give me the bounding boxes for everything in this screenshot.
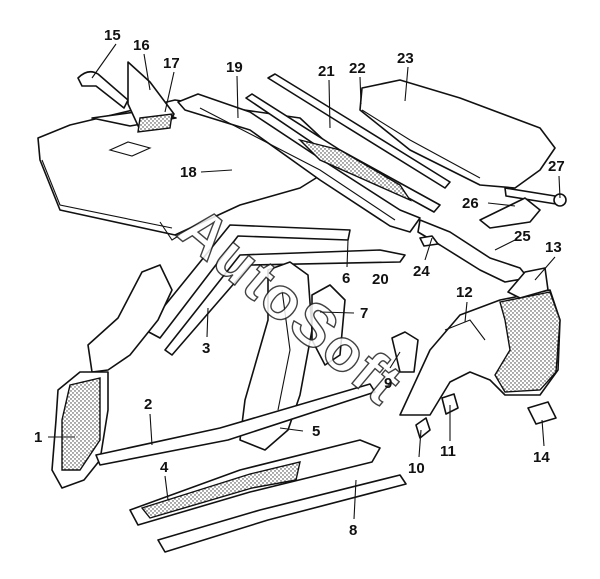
- callout-7: 7: [360, 305, 368, 322]
- callout-10: 10: [408, 460, 425, 477]
- callout-22: 22: [349, 60, 366, 77]
- small-fittings: [415, 393, 557, 439]
- callout-14: 14: [533, 449, 550, 466]
- sill-reinforcement: [95, 383, 376, 466]
- callout-24: 24: [413, 263, 430, 280]
- callout-labels: 1 2 3 4 5 6 7 8 9 10 11 12 13 14 15 16 1…: [34, 27, 565, 539]
- callout-17: 17: [163, 55, 180, 72]
- callout-3: 3: [202, 340, 210, 357]
- callout-19: 19: [226, 59, 243, 76]
- callout-16: 16: [133, 37, 150, 54]
- b-pillar: [239, 261, 313, 451]
- callout-4: 4: [160, 459, 169, 476]
- center-gusset: [311, 284, 419, 373]
- roof-bracket-assembly: [77, 61, 177, 133]
- callout-6: 6: [342, 270, 350, 287]
- callout-20: 20: [372, 271, 389, 288]
- callout-15: 15: [104, 27, 121, 44]
- callout-12: 12: [456, 284, 473, 301]
- callout-21: 21: [318, 63, 335, 80]
- outer-sill: [157, 474, 407, 553]
- callout-9: 9: [384, 375, 392, 392]
- rear-upper-panel: [359, 79, 556, 189]
- lid-strut-and-hinge: [479, 187, 567, 229]
- callout-26: 26: [462, 195, 479, 212]
- callout-18: 18: [180, 164, 197, 181]
- trim-strip: [417, 219, 529, 283]
- callout-8: 8: [349, 522, 357, 539]
- callout-1: 1: [34, 429, 42, 446]
- callout-23: 23: [397, 50, 414, 67]
- callout-11: 11: [440, 443, 456, 460]
- roof-side-rail: [177, 93, 421, 233]
- callout-25: 25: [514, 228, 531, 245]
- quarter-bracket: [507, 267, 549, 299]
- callout-5: 5: [312, 423, 320, 440]
- quarter-panel: [399, 289, 561, 416]
- callout-2: 2: [144, 396, 152, 413]
- leader-lines: [48, 43, 561, 520]
- callout-27: 27: [548, 158, 565, 175]
- rain-gutter-strips: [245, 73, 451, 213]
- callout-13: 13: [545, 239, 562, 256]
- rocker-panel: [129, 439, 381, 526]
- a-pillar: [51, 264, 173, 489]
